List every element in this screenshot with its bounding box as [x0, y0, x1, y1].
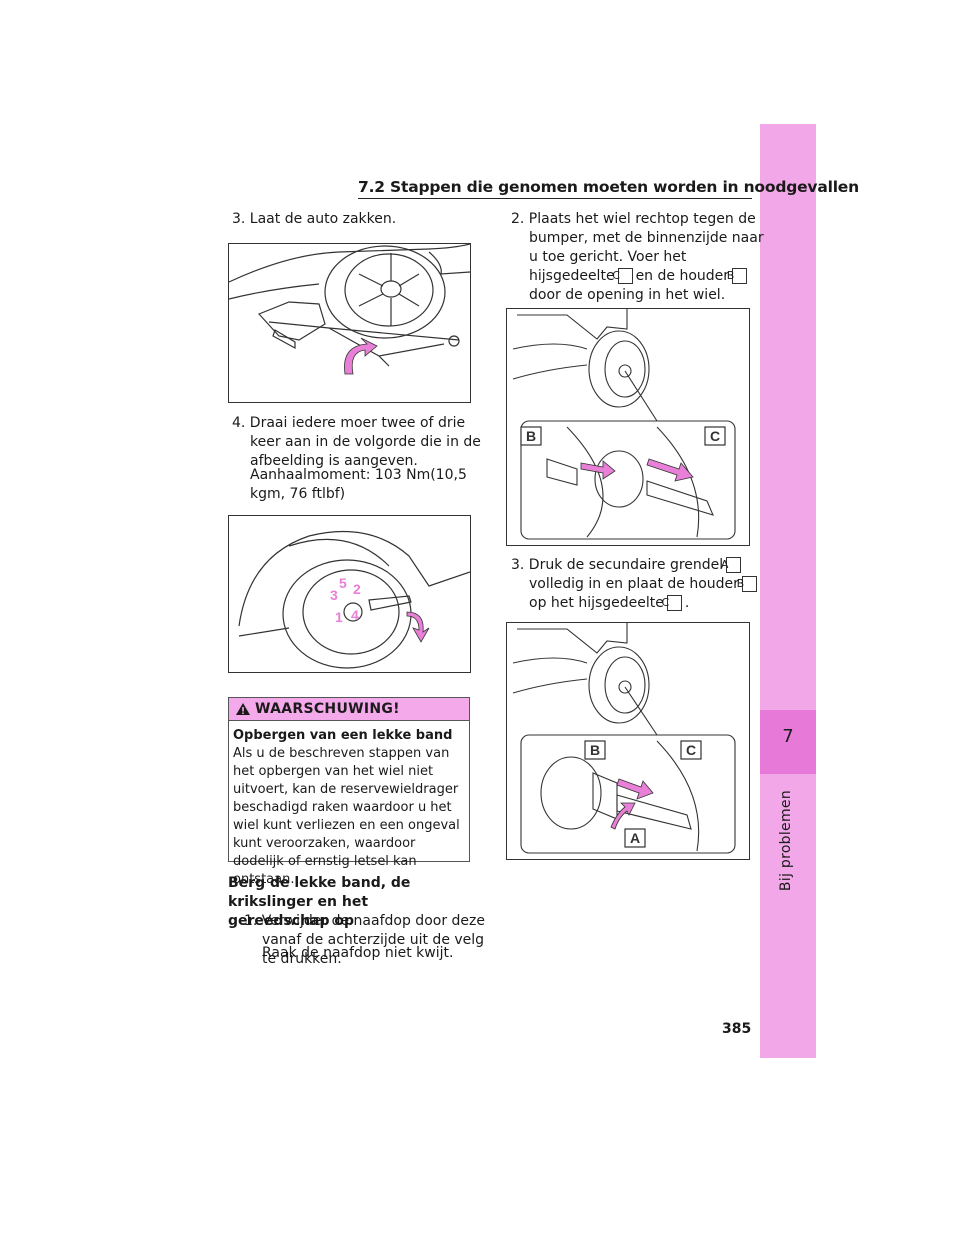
chapter-tab	[760, 124, 816, 1058]
label-c-box: C	[612, 268, 633, 284]
step-3-press-latch: 3. Druk de secundaire grendelAvolledig i…	[511, 556, 773, 613]
label-b-box: B	[727, 268, 748, 284]
fig4-label-b: B	[590, 742, 600, 758]
step-2-text-a: 2. Plaats het wiel rechtop tegen de bump…	[511, 211, 764, 284]
nut-label-4: 4	[351, 607, 359, 623]
section-header: 7.2 Stappen die genomen moeten worden in…	[358, 178, 859, 196]
step-2-text-c: door de opening in het wiel.	[529, 287, 726, 303]
lower-car-illustration	[229, 244, 470, 375]
press-latch-illustration: B C A	[512, 623, 736, 854]
place-wheel-illustration: B C	[512, 309, 736, 540]
step-3-text-c: op het hijsgedeelte	[529, 595, 664, 611]
warning-header: WAARSCHUWING!	[229, 698, 469, 721]
store-heading: Berg de lekke band, de krikslinger en he…	[228, 875, 411, 929]
warning-box: WAARSCHUWING! Opbergen van een lekke ban…	[228, 697, 470, 887]
figure-lower-car	[228, 243, 471, 403]
nut-label-5: 5	[339, 575, 347, 591]
step-3-text-b: volledig in en plaat de houder	[529, 576, 739, 592]
chapter-tab-marker	[760, 710, 816, 774]
header-rule	[358, 198, 752, 199]
warning-triangle-icon	[236, 703, 250, 715]
step-3-text-a: 3. Druk de secundaire grendel	[511, 557, 724, 573]
page-number: 385	[722, 1021, 752, 1037]
tightening-order-illustration: 3 5 2 1 4	[238, 530, 470, 669]
warning-text: Als u de beschreven stappen van het opbe…	[233, 746, 460, 887]
step-4-tighten-nuts: 4. Draai iedere moer twee of drie keer a…	[232, 415, 481, 469]
figure-tightening-order: 3 5 2 1 4	[228, 515, 471, 673]
step-2-text-b: en de houder	[635, 268, 730, 284]
warning-title: WAARSCHUWING!	[255, 701, 400, 717]
nut-label-2: 2	[353, 581, 361, 597]
step-3-lower-car: 3. Laat de auto zakken.	[232, 211, 397, 227]
fig4-label-a: A	[630, 830, 640, 846]
chapter-label: Bij problemen	[778, 790, 794, 892]
chapter-number: 7	[782, 726, 794, 747]
step-2-place-wheel: 2. Plaats het wiel rechtop tegen de bump…	[511, 210, 773, 305]
store-step-1: 1. Verwijder de naafdop door deze vanaf …	[244, 913, 485, 967]
label-a-box: A	[721, 557, 742, 573]
nut-label-3: 3	[330, 587, 338, 603]
label-c-box-2: C	[662, 595, 682, 611]
store-step-1-note: Raak de naafdop niet kwijt.	[262, 945, 454, 961]
torque-spec: Aanhaalmoment: 103 Nm(10,5 kgm, 76 ftlbf…	[250, 467, 467, 502]
label-b-box-2: B	[737, 576, 757, 592]
fig3-label-c: C	[710, 428, 720, 444]
fig3-label-b: B	[526, 428, 536, 444]
nut-label-1: 1	[335, 609, 343, 625]
step-3-text-d: .	[684, 595, 690, 611]
fig4-label-c: C	[686, 742, 696, 758]
warning-subtitle: Opbergen van een lekke band	[233, 728, 453, 743]
figure-press-latch: B C A	[506, 622, 750, 860]
figure-place-wheel: B C	[506, 308, 750, 546]
